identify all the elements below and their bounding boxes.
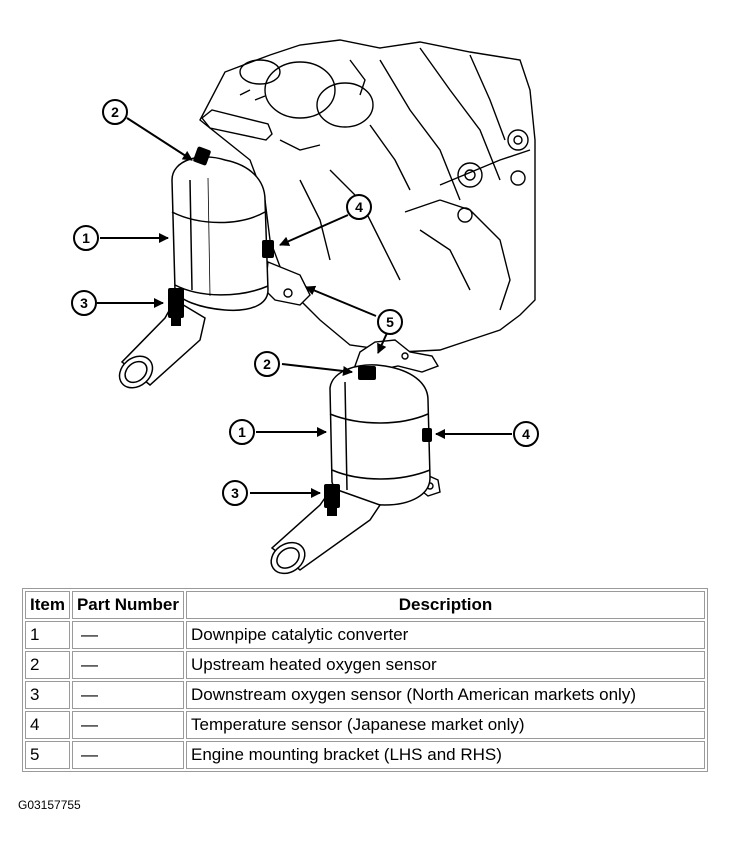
lower-upstream-oxygen-sensor: [358, 366, 376, 380]
cell-part-number: —: [71, 741, 184, 769]
callout-upper-3: 3: [71, 290, 97, 316]
upper-downstream-oxygen-sensor: [168, 288, 184, 326]
header-description: Description: [186, 591, 705, 619]
callout-label: 3: [80, 295, 88, 311]
table-row: 4 — Temperature sensor (Japanese market …: [25, 711, 705, 739]
cell-part-number: —: [71, 651, 184, 679]
callout-lower-3: 3: [222, 480, 248, 506]
lower-temperature-sensor: [422, 428, 432, 442]
lower-catalytic-converter: [329, 364, 431, 506]
upper-outlet-pipe: [118, 298, 206, 389]
cell-description: Downstream oxygen sensor (North American…: [186, 681, 705, 709]
callout-label: 2: [111, 104, 119, 120]
cell-description: Engine mounting bracket (LHS and RHS): [186, 741, 705, 769]
exhaust-diagram: 2 1 3 4 5 2 1 3 4: [71, 39, 539, 575]
header-part-number: Part Number: [71, 591, 184, 619]
callout-lower-1: 1: [229, 419, 255, 445]
cell-item: 4: [25, 711, 70, 739]
callout-label: 5: [386, 314, 394, 330]
lower-downstream-oxygen-sensor: [324, 484, 340, 516]
callout-label: 1: [82, 230, 90, 246]
leader-lines: [97, 117, 512, 498]
callout-label: 4: [355, 199, 363, 215]
callout-upper-5: 5: [377, 309, 403, 335]
table-header-row: Item Part Number Description: [25, 591, 705, 619]
upper-upstream-oxygen-sensor: [193, 146, 211, 166]
callout-upper-2: 2: [102, 99, 128, 125]
cell-item: 2: [25, 651, 70, 679]
callout-lower-2: 2: [254, 351, 280, 377]
cell-description: Temperature sensor (Japanese market only…: [186, 711, 705, 739]
upper-mounting-bracket: [201, 109, 311, 306]
table-row: 1 — Downpipe catalytic converter: [25, 621, 705, 649]
callout-lower-4: 4: [513, 421, 539, 447]
cell-item: 3: [25, 681, 70, 709]
callout-upper-1: 1: [73, 225, 99, 251]
upper-temperature-sensor: [262, 240, 274, 258]
lower-outlet-pipe: [270, 487, 382, 575]
table-row: 5 — Engine mounting bracket (LHS and RHS…: [25, 741, 705, 769]
cell-part-number: —: [71, 681, 184, 709]
cell-item: 1: [25, 621, 70, 649]
cell-item: 5: [25, 741, 70, 769]
parts-table: Item Part Number Description 1 — Downpip…: [22, 588, 708, 772]
header-item: Item: [25, 591, 70, 619]
callout-label: 1: [238, 424, 246, 440]
table-row: 2 — Upstream heated oxygen sensor: [25, 651, 705, 679]
callout-label: 2: [263, 356, 271, 372]
callout-upper-4: 4: [346, 194, 372, 220]
cell-description: Upstream heated oxygen sensor: [186, 651, 705, 679]
cell-part-number: —: [71, 711, 184, 739]
cell-description: Downpipe catalytic converter: [186, 621, 705, 649]
callout-label: 3: [231, 485, 239, 501]
table-row: 3 — Downstream oxygen sensor (North Amer…: [25, 681, 705, 709]
callout-label: 4: [522, 426, 530, 442]
upper-catalytic-converter: [171, 156, 269, 312]
cell-part-number: —: [71, 621, 184, 649]
figure-id: G03157755: [18, 798, 81, 812]
